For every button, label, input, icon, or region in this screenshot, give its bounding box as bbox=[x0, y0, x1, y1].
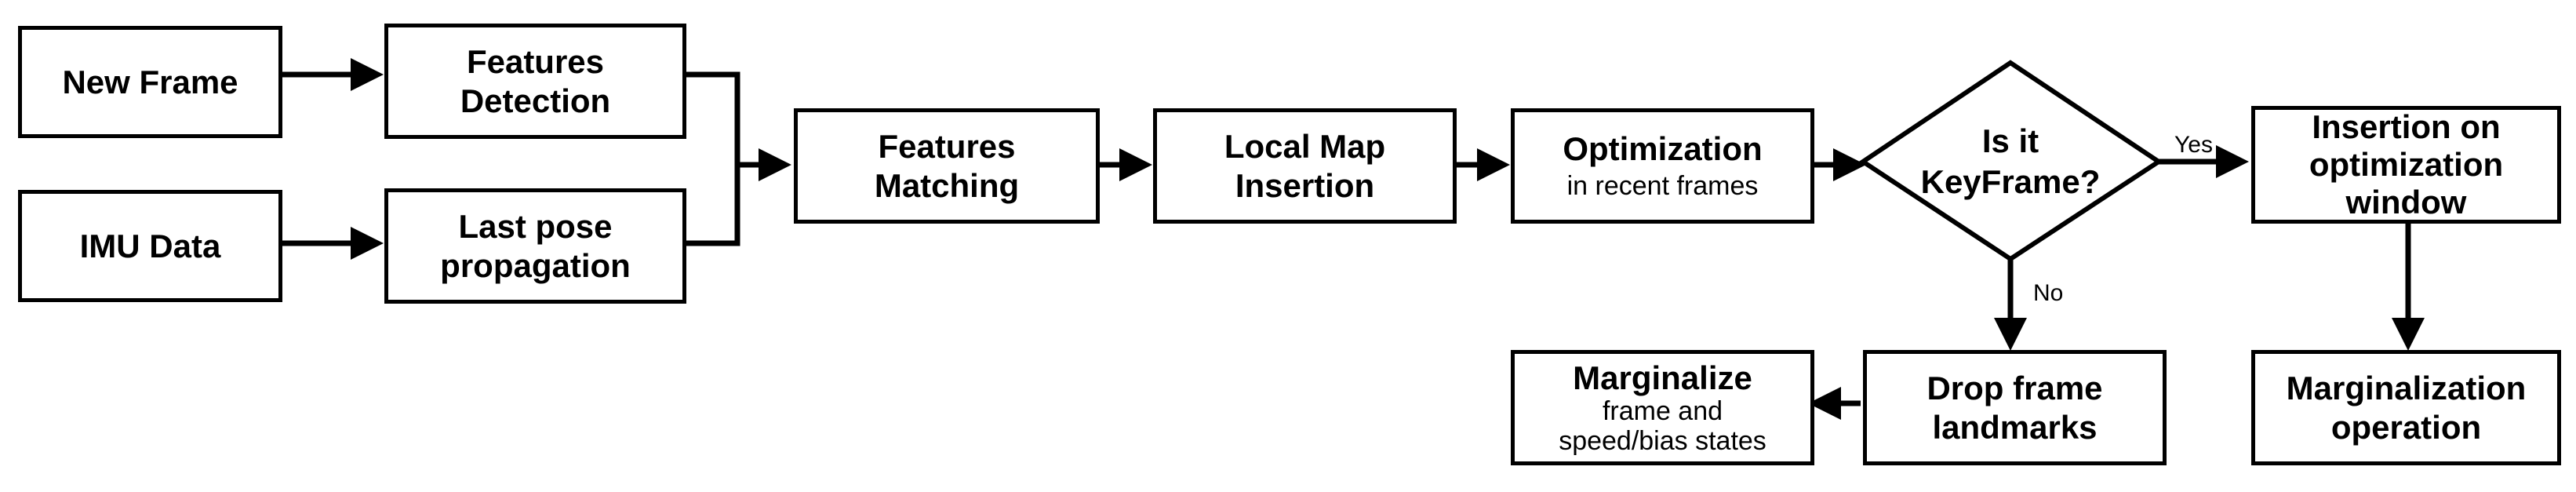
features-detection-node: Features Detection bbox=[384, 24, 686, 139]
merge-connector bbox=[684, 71, 740, 246]
marginalize-title: Marginalize bbox=[1573, 359, 1752, 396]
optimization-title: Optimization bbox=[1563, 129, 1763, 167]
new-frame-label: New Frame bbox=[62, 63, 238, 100]
local-map-insertion-node: Local Map Insertion bbox=[1153, 108, 1457, 224]
optimization-subtitle: in recent frames bbox=[1566, 170, 1759, 201]
imu-data-label: IMU Data bbox=[79, 227, 221, 264]
local-map-insertion-label: Local Map Insertion bbox=[1224, 127, 1386, 204]
last-pose-propagation-label: Last pose propagation bbox=[440, 207, 631, 284]
features-detection-label: Features Detection bbox=[460, 42, 611, 119]
keyframe-decision-diamond bbox=[1858, 60, 2163, 262]
imu-data-node: IMU Data bbox=[18, 190, 282, 302]
no-edge-label: No bbox=[2033, 280, 2064, 306]
optimization-node: Optimization in recent frames bbox=[1511, 108, 1814, 224]
drop-frame-landmarks-label: Drop frame landmarks bbox=[1927, 369, 2103, 446]
drop-frame-landmarks-node: Drop frame landmarks bbox=[1863, 350, 2167, 465]
marginalization-operation-node: Marginalization operation bbox=[2251, 350, 2561, 465]
last-pose-propagation-node: Last pose propagation bbox=[384, 188, 686, 304]
marginalize-subtitle: frame and speed/bias states bbox=[1559, 395, 1766, 456]
marginalization-operation-label: Marginalization operation bbox=[2286, 369, 2527, 446]
insertion-optimization-window-label: Insertion on optimization window bbox=[2309, 108, 2504, 220]
features-matching-label: Features Matching bbox=[874, 127, 1020, 204]
new-frame-node: New Frame bbox=[18, 26, 282, 138]
yes-edge-label: Yes bbox=[2174, 132, 2213, 158]
keyframe-decision-label-box: Is it KeyFrame? bbox=[1883, 102, 2138, 221]
features-matching-node: Features Matching bbox=[794, 108, 1100, 224]
marginalize-node: Marginalize frame and speed/bias states bbox=[1511, 350, 1814, 465]
insertion-optimization-window-node: Insertion on optimization window bbox=[2251, 106, 2561, 224]
keyframe-decision-label: Is it KeyFrame? bbox=[1920, 122, 2101, 200]
